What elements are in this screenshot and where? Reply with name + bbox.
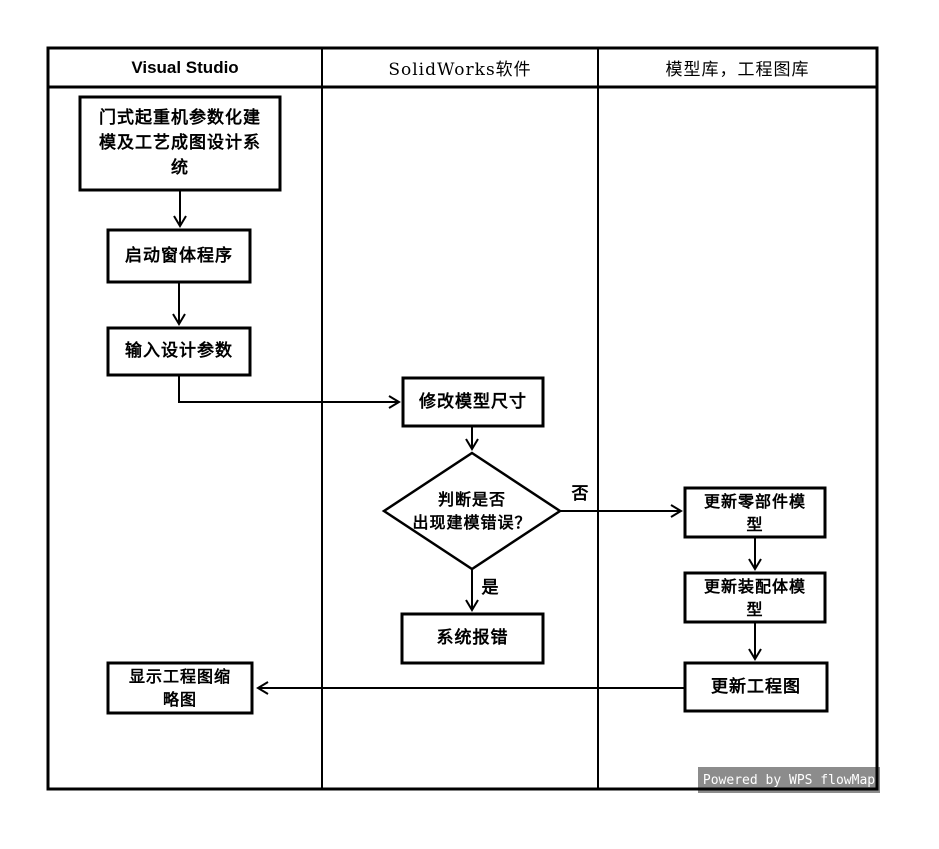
watermark-text: Powered by WPS flowMap: [702, 772, 876, 788]
box-update-drawing: [683, 661, 829, 713]
box-update-assembly: [683, 571, 827, 624]
box-main-system: [78, 95, 282, 192]
diamond-error-check: [381, 451, 563, 571]
box-system-error: [400, 612, 545, 665]
box-modify-model: [401, 376, 545, 428]
box-show-thumbnail: [106, 661, 254, 715]
arrow-input-to-modify: [178, 375, 401, 409]
box-update-parts: [683, 486, 827, 539]
box-input-params: [106, 326, 252, 377]
swimlane-outer-border: [46, 46, 879, 791]
box-launch-form: [106, 228, 252, 284]
